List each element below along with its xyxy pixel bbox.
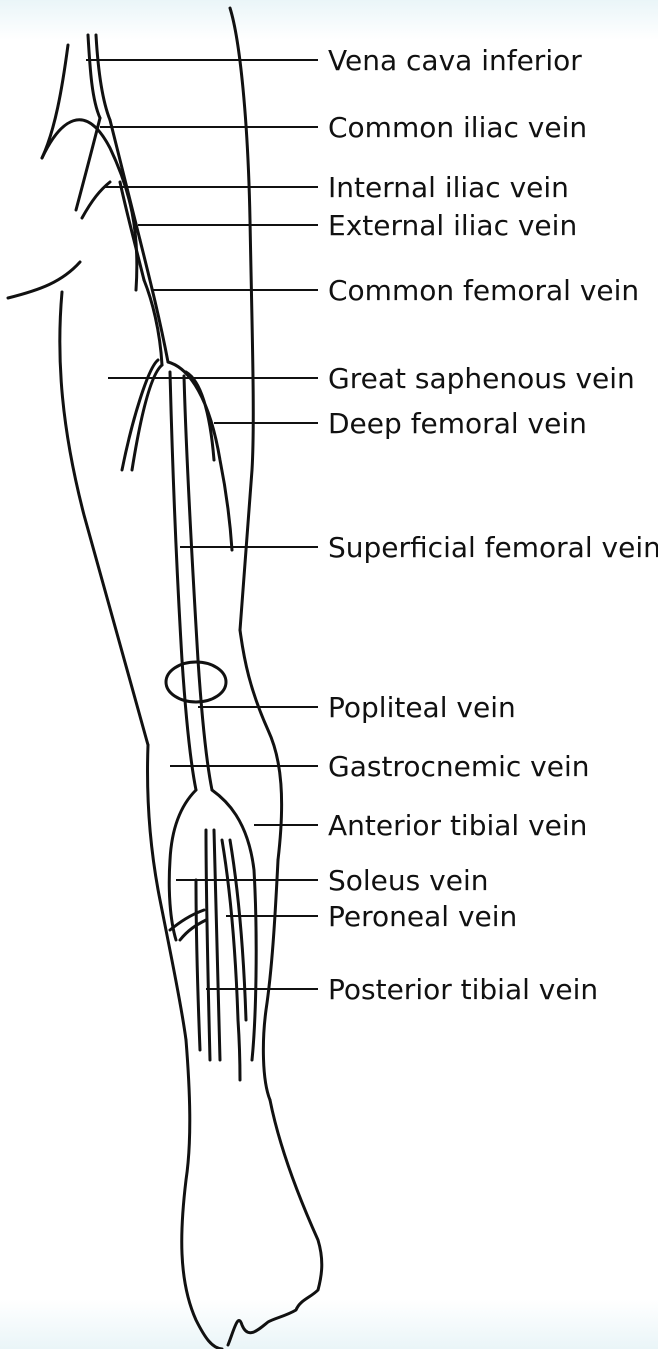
label-superficial-femoral-vein: Superficial femoral vein bbox=[328, 531, 658, 564]
common-femoral-vein-path bbox=[140, 240, 168, 365]
label-posterior-tibial-vein: Posterior tibial vein bbox=[328, 973, 598, 1006]
label-popliteal-vein: Popliteal vein bbox=[328, 691, 516, 724]
foot-outline bbox=[182, 1040, 322, 1349]
label-soleus-vein: Soleus vein bbox=[328, 864, 488, 897]
label-gastrocnemic-vein: Gastrocnemic vein bbox=[328, 750, 590, 783]
label-deep-femoral-vein: Deep femoral vein bbox=[328, 407, 587, 440]
deep-femoral-vein-path bbox=[168, 362, 232, 550]
label-common-femoral-vein: Common femoral vein bbox=[328, 274, 639, 307]
superficial-femoral-vein-path bbox=[170, 372, 212, 790]
hip-crease bbox=[8, 262, 80, 298]
label-internal-iliac-vein: Internal iliac vein bbox=[328, 171, 569, 204]
leader-lines bbox=[86, 60, 318, 989]
knee-cap bbox=[166, 662, 226, 702]
lower-leg-inner-edge bbox=[263, 860, 278, 1100]
outer-thigh-edge bbox=[60, 292, 148, 745]
vein-labels: Vena cava inferior Common iliac vein Int… bbox=[328, 44, 658, 1006]
label-great-saphenous-vein: Great saphenous vein bbox=[328, 362, 635, 395]
label-common-iliac-vein: Common iliac vein bbox=[328, 111, 587, 144]
left-torso-edge bbox=[42, 45, 68, 158]
label-peroneal-vein: Peroneal vein bbox=[328, 900, 517, 933]
lower-leg-outer-edge bbox=[148, 745, 187, 1040]
vena-cava-vein-right bbox=[96, 35, 110, 120]
label-external-iliac-vein: External iliac vein bbox=[328, 209, 577, 242]
leg-outline bbox=[8, 8, 322, 1349]
label-anterior-tibial-vein: Anterior tibial vein bbox=[328, 809, 587, 842]
medial-thigh-edge bbox=[230, 8, 253, 630]
peroneal-vein-path bbox=[222, 840, 246, 1080]
great-saphenous-vein-path bbox=[122, 360, 162, 470]
posterior-tibial-vein-path bbox=[196, 830, 220, 1060]
external-iliac-vein-path bbox=[110, 120, 144, 280]
internal-iliac-vein-path bbox=[76, 118, 110, 218]
gastrocnemic-vein-path bbox=[169, 790, 196, 940]
label-vena-cava-inferior: Vena cava inferior bbox=[328, 44, 582, 77]
